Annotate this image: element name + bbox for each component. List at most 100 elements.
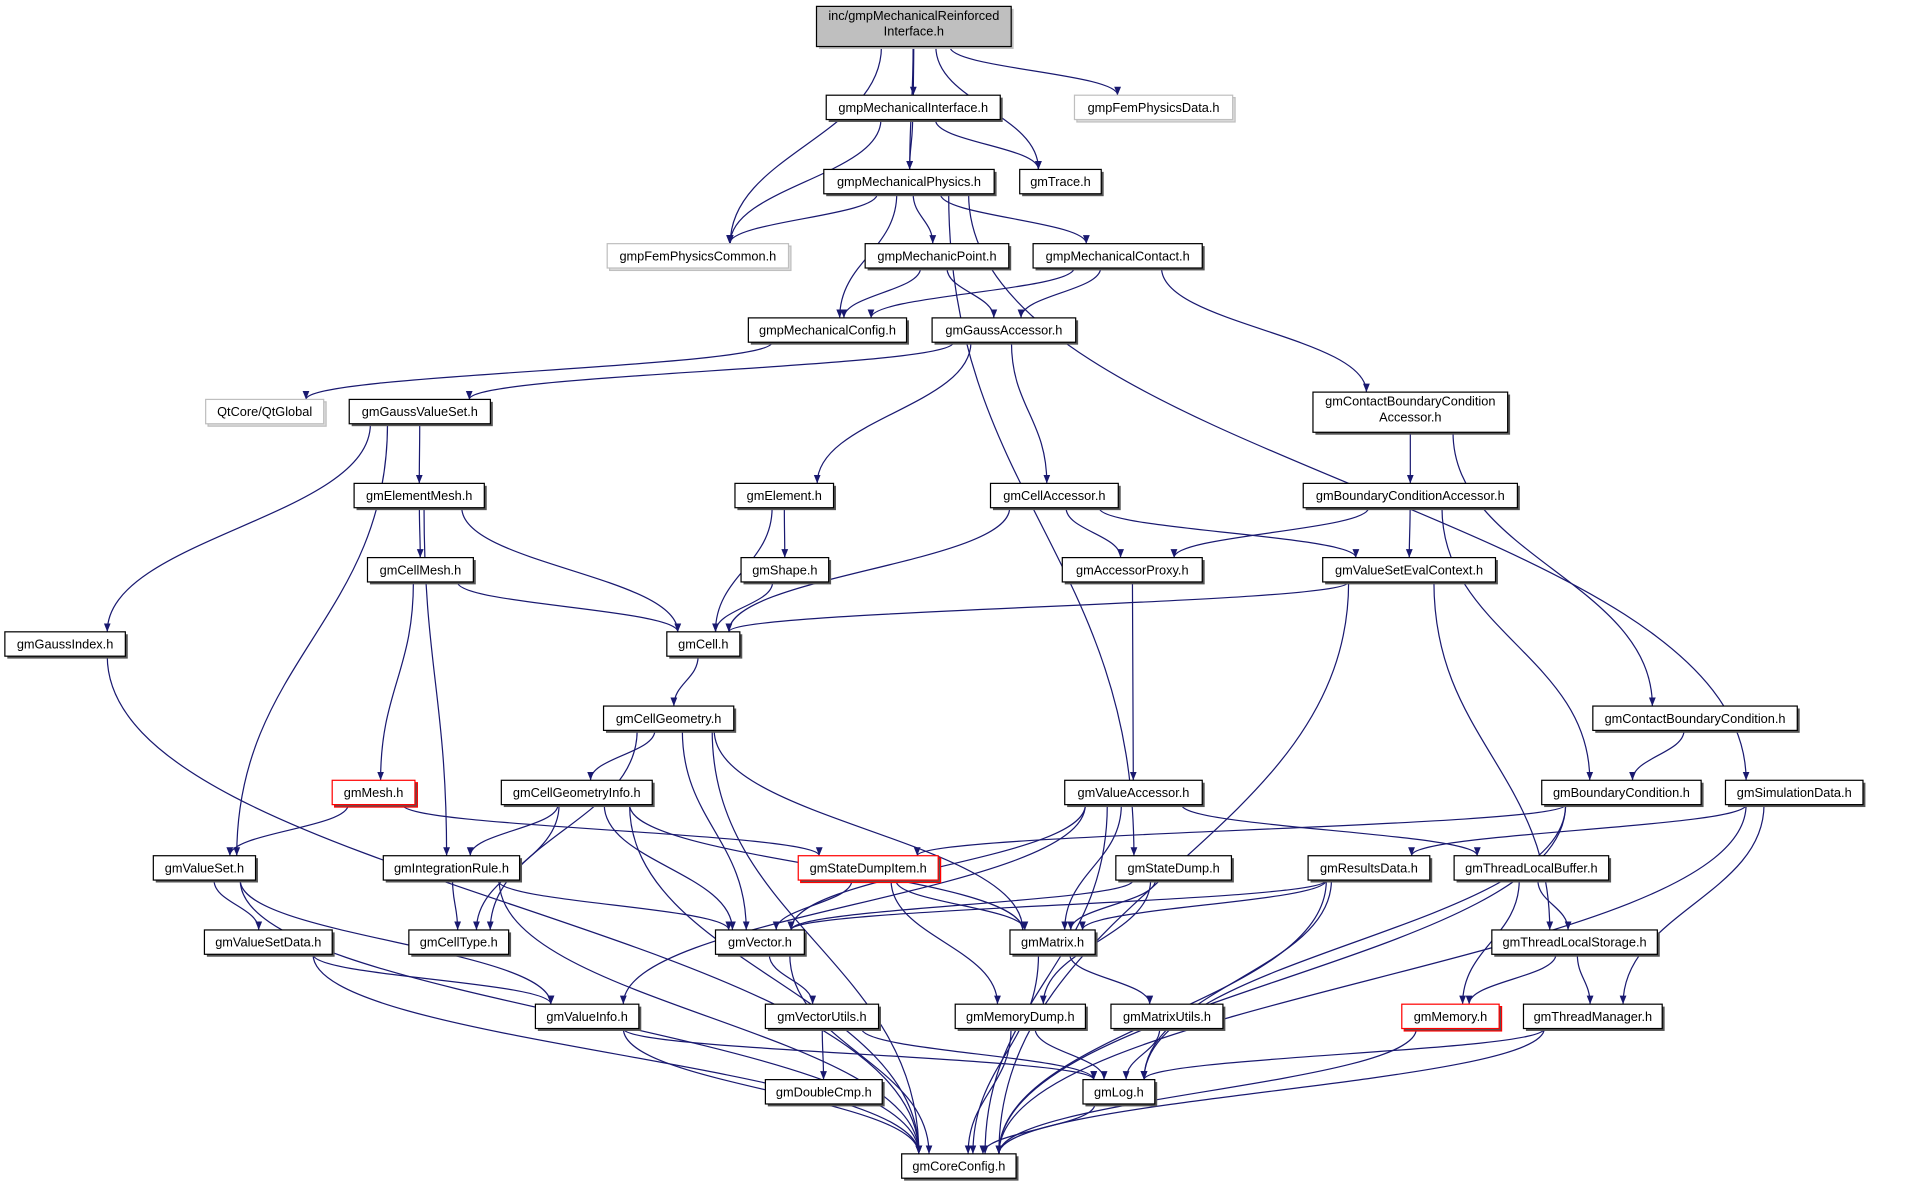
node-gmpmechanicalconfig-h[interactable]: gmpMechanicalConfig.h bbox=[747, 317, 909, 345]
node-gmmemory-h[interactable]: gmMemory.h bbox=[1401, 1003, 1503, 1032]
node-label: gmBoundaryCondition.h bbox=[1553, 785, 1690, 800]
node-gmpmechanicpoint-h[interactable]: gmpMechanicPoint.h bbox=[864, 243, 1012, 271]
node-gmthreadlocalbuffer-h[interactable]: gmThreadLocalBuffer.h bbox=[1453, 855, 1612, 883]
node-box bbox=[764, 1079, 883, 1105]
node-label: QtCore/QtGlobal bbox=[217, 404, 312, 419]
node-label: gmValueAccessor.h bbox=[1078, 785, 1190, 800]
node-gmstatedump-h[interactable]: gmStateDump.h bbox=[1115, 855, 1234, 883]
node-gmvalueaccessor-h[interactable]: gmValueAccessor.h bbox=[1064, 779, 1205, 808]
node-gmcoreconfig-h[interactable]: gmCoreConfig.h bbox=[901, 1153, 1019, 1181]
edge-gmpmechanicalcontact-h-to-gmcontactboundarycondition bbox=[1160, 267, 1370, 393]
node-label: gmThreadManager.h bbox=[1534, 1009, 1653, 1024]
node-gmelementmesh-h[interactable]: gmElementMesh.h bbox=[353, 482, 487, 511]
node-gmpfemphysicsdata-h[interactable]: gmpFemPhysicsData.h bbox=[1073, 94, 1236, 123]
node-gmvalueinfo-h[interactable]: gmValueInfo.h bbox=[534, 1003, 642, 1031]
edge-gmcellgeometryinfo-h-to-gmcoreconfig-h bbox=[628, 804, 923, 1154]
node-box bbox=[152, 855, 257, 881]
node-gmcellaccessor-h[interactable]: gmCellAccessor.h bbox=[989, 482, 1121, 511]
node-gmcontactboundarycondition-h[interactable]: gmContactBoundaryCondition.h bbox=[1592, 705, 1800, 733]
node-gmpfemphysicscommon-h[interactable]: gmpFemPhysicsCommon.h bbox=[606, 243, 792, 272]
edge-gmcellmesh-h-to-gmcell-h bbox=[456, 581, 682, 633]
node-gmaccessorproxy-h[interactable]: gmAccessorProxy.h bbox=[1061, 556, 1205, 585]
node-gmmatrix-h[interactable]: gmMatrix.h bbox=[1009, 929, 1098, 957]
node-gmvectorutils-h[interactable]: gmVectorUtils.h bbox=[764, 1003, 881, 1031]
node-box bbox=[954, 1003, 1087, 1030]
node-box bbox=[666, 631, 741, 657]
edge-gmgaussaccessor-h-to-gmcellaccessor-h bbox=[1010, 342, 1051, 484]
edge-gmpmechanicalphysics-h-to-gmpmechanicalcontact-h bbox=[939, 193, 1090, 244]
edge-gmstatedump-h-to-gmvector-h bbox=[787, 879, 1134, 931]
edge-gmpmechanicalphysics-h-to-gmstatedump-h bbox=[948, 193, 1138, 856]
node-gmcellgeometryinfo-h[interactable]: gmCellGeometryInfo.h bbox=[500, 779, 655, 808]
edge-gmaccessorproxy-h-to-gmvalueaccessor-h bbox=[1129, 581, 1137, 781]
node-gmboundaryconditionaccessor-h[interactable]: gmBoundaryConditionAccessor.h bbox=[1302, 482, 1520, 511]
node-label: gmCellGeometry.h bbox=[616, 711, 721, 726]
node-gmmemorydump-h[interactable]: gmMemoryDump.h bbox=[954, 1003, 1088, 1031]
node-box bbox=[203, 929, 333, 955]
node-box bbox=[500, 779, 653, 806]
node-box bbox=[1061, 556, 1203, 583]
node-gmsimulationdata-h[interactable]: gmSimulationData.h bbox=[1724, 779, 1866, 808]
node-gmmesh-h[interactable]: gmMesh.h bbox=[331, 779, 418, 808]
node-gmvaluesetdata-h[interactable]: gmValueSetData.h bbox=[203, 929, 335, 957]
node-label: gmCell.h bbox=[678, 637, 728, 652]
edge-gmcellaccessor-h-to-gmcell-h bbox=[725, 507, 1011, 632]
node-gmresultsdata-h[interactable]: gmResultsData.h bbox=[1307, 855, 1433, 883]
node-box bbox=[734, 482, 835, 509]
edge-gmpmechanicalinterface-h-to-gmtrace-h bbox=[934, 119, 1042, 170]
node-gmtrace-h[interactable]: gmTrace.h bbox=[1019, 168, 1104, 197]
node-gmgaussindex-h[interactable]: gmGaussIndex.h bbox=[4, 631, 128, 659]
node-gmthreadmanager-h[interactable]: gmThreadManager.h bbox=[1522, 1003, 1665, 1031]
node-gmcellgeometry-h[interactable]: gmCellGeometry.h bbox=[602, 705, 737, 733]
node-gmgaussvalueset-h[interactable]: gmGaussValueSet.h bbox=[348, 398, 493, 427]
node-gmthreadlocalstorage-h[interactable]: gmThreadLocalStorage.h bbox=[1491, 929, 1660, 957]
node-gmpmechanicalphysics-h[interactable]: gmpMechanicalPhysics.h bbox=[823, 168, 997, 197]
edge-gmpmechanicalcontact-h-to-gmgaussaccessor-h bbox=[1017, 267, 1102, 318]
node-gmintegrationrule-h[interactable]: gmIntegrationRule.h bbox=[382, 855, 523, 883]
node-box bbox=[1592, 705, 1798, 732]
node-box bbox=[797, 855, 939, 881]
node-gmdoublecmp-h[interactable]: gmDoubleCmp.h bbox=[764, 1079, 885, 1107]
node-gmpmechanicalcontact-h[interactable]: gmpMechanicalContact.h bbox=[1032, 243, 1205, 271]
node-box bbox=[606, 243, 790, 269]
node-label: gmThreadLocalStorage.h bbox=[1503, 935, 1647, 950]
node-gmvector-h[interactable]: gmVector.h bbox=[714, 929, 807, 957]
node-qtcore-qtglobal[interactable]: QtCore/QtGlobal bbox=[205, 398, 327, 427]
node-gmvaluesetevalcontext-h[interactable]: gmValueSetEvalContext.h bbox=[1322, 556, 1498, 585]
node-gmcelltype-h[interactable]: gmCellType.h bbox=[408, 929, 512, 957]
node-box bbox=[1064, 779, 1203, 806]
node-gmstatedumpitem-h[interactable]: gmStateDumpItem.h bbox=[797, 855, 942, 884]
node-gmcellmesh-h[interactable]: gmCellMesh.h bbox=[366, 556, 476, 585]
node-label: gmMemoryDump.h bbox=[966, 1009, 1075, 1024]
node-label: gmElementMesh.h bbox=[366, 488, 472, 503]
node-label: gmMatrix.h bbox=[1021, 935, 1084, 950]
edge-gmvaluesetdata-h-to-gmcoreconfig-h bbox=[312, 954, 923, 1154]
node-gmlog-h[interactable]: gmLog.h bbox=[1082, 1079, 1158, 1107]
edge-gmcontactboundarycondition-to-gmcontactboundarycondition-h bbox=[1452, 432, 1656, 707]
node-gmshape-h[interactable]: gmShape.h bbox=[740, 556, 832, 585]
edge-gmlog-h-to-gmcoreconfig-h bbox=[979, 1103, 1096, 1155]
edge-gmthreadmanager-h-to-gmcoreconfig-h bbox=[995, 1028, 1545, 1154]
node-gmvalueset-h[interactable]: gmValueSet.h bbox=[152, 855, 258, 883]
node-gmgaussaccessor-h[interactable]: gmGaussAccessor.h bbox=[931, 317, 1079, 345]
node-gmelement-h[interactable]: gmElement.h bbox=[734, 482, 836, 511]
node-box bbox=[747, 317, 908, 343]
edge-gmcellaccessor-h-to-gmaccessorproxy-h bbox=[1065, 507, 1124, 558]
node-gmcell-h[interactable]: gmCell.h bbox=[666, 631, 743, 659]
node-box bbox=[205, 398, 325, 425]
edge-gmpmechanicalconfig-h-to-qtcore-qtglobal bbox=[302, 341, 773, 400]
edge-gmpmechanicpoint-h-to-gmpmechanicalconfig-h bbox=[840, 267, 922, 318]
edge-gmthreadlocalstorage-h-to-gmmemory-h bbox=[1465, 954, 1557, 1005]
node-label: gmElement.h bbox=[747, 488, 822, 503]
node-label: Accessor.h bbox=[1379, 409, 1441, 424]
edge-gmintegrationrule-h-to-gmcoreconfig-h bbox=[498, 880, 923, 1154]
node-label: gmVectorUtils.h bbox=[777, 1009, 866, 1024]
edge-gmcellgeometryinfo-h-to-gmvector-h bbox=[603, 804, 736, 930]
edge-gmvalueaccessor-h-to-gmmatrix-h bbox=[1061, 804, 1122, 930]
node-label: gmVector.h bbox=[728, 935, 792, 950]
node-gmmatrixutils-h[interactable]: gmMatrixUtils.h bbox=[1110, 1003, 1226, 1031]
node-gmboundarycondition-h[interactable]: gmBoundaryCondition.h bbox=[1541, 779, 1704, 808]
node-gmpmechanicalinterface-h[interactable]: gmpMechanicalInterface.h bbox=[825, 94, 1003, 122]
